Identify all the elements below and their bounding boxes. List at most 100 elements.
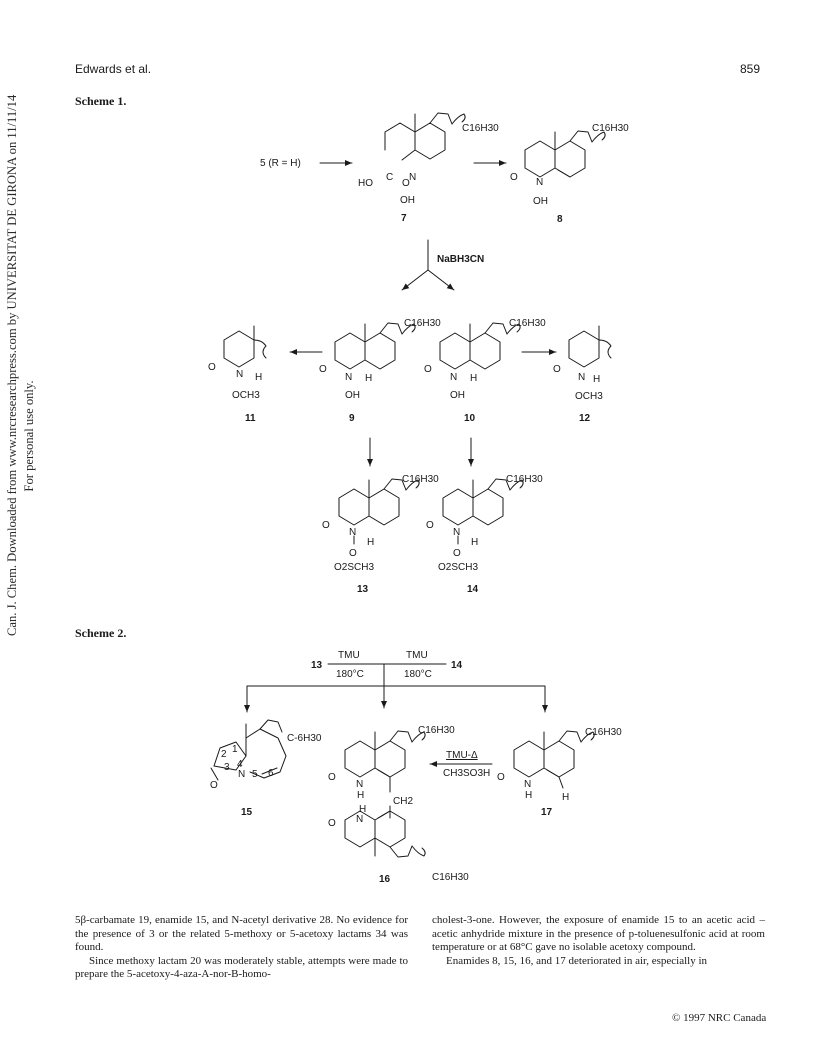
atom-o2sch3-14: O2SCH3 <box>438 562 478 573</box>
compound-label-7: 7 <box>401 213 407 224</box>
reagent-arrow-right <box>427 269 455 291</box>
atom-n-13: N <box>349 527 356 538</box>
atom-h-17-c: H <box>562 792 569 803</box>
atom-o-12: O <box>553 364 561 375</box>
paragraph-right-1: cholest-3-one. However, the exposure of … <box>432 914 765 953</box>
atom-o-13: O <box>322 520 330 531</box>
reagent-tmu-right: TMU <box>406 650 428 661</box>
structure-14 <box>442 478 524 545</box>
atom-n-10: N <box>450 372 457 383</box>
atom-h-17-n: H <box>525 790 532 801</box>
scheme1-title: Scheme 1. <box>75 94 127 108</box>
ring-num-5: 5 <box>252 769 258 780</box>
atom-o-8: O <box>510 172 518 183</box>
compound-label-15: 15 <box>241 807 253 818</box>
atom-n-17: N <box>524 779 531 790</box>
structure-15 <box>210 719 287 781</box>
atom-och3-12: OCH3 <box>575 391 603 402</box>
atom-o-13b: O <box>349 548 357 559</box>
atom-o2sch3-13: O2SCH3 <box>334 562 374 573</box>
atom-och3-11: OCH3 <box>232 390 260 401</box>
atom-oh-7: OH <box>400 195 415 206</box>
atom-h-9: H <box>365 373 372 384</box>
substituent-15: C-6H30 <box>287 733 322 744</box>
atom-c-7: C <box>386 172 393 183</box>
compound-label-16: 16 <box>379 874 391 885</box>
atom-h-16-bottom: H <box>359 804 366 815</box>
substituent-13: C16H30 <box>402 474 439 485</box>
reagent-tmu-left: TMU <box>338 650 360 661</box>
structure-11 <box>223 325 267 368</box>
substituent-16-bottom: C16H30 <box>432 872 469 883</box>
ring-num-6: 6 <box>268 768 274 779</box>
structure-17 <box>513 730 595 789</box>
atom-n-11: N <box>236 369 243 380</box>
reagent-temp-left: 180°C <box>336 669 364 680</box>
atom-oh-9: OH <box>345 390 360 401</box>
compound-label-10: 10 <box>464 413 476 424</box>
copyright-footer: © 1997 NRC Canada <box>672 1012 767 1024</box>
atom-n-16-top: N <box>356 779 363 790</box>
running-head-authors: Edwards et al. <box>75 62 152 76</box>
ring-num-2: 2 <box>221 749 227 760</box>
scheme2-title: Scheme 2. <box>75 626 127 640</box>
body-column-right: cholest-3-one. However, the exposure of … <box>432 914 765 968</box>
start-label-5: 5 (R = H) <box>260 158 301 169</box>
compound-label-9: 9 <box>349 413 355 424</box>
compound-label-12: 12 <box>579 413 591 424</box>
substituent-17: C16H30 <box>585 727 622 738</box>
atom-o-9: O <box>319 364 327 375</box>
substituent-8: C16H30 <box>592 123 629 134</box>
substituent-9: C16H30 <box>404 318 441 329</box>
atom-o-14: O <box>426 520 434 531</box>
reagent-temp-right: 180°C <box>404 669 432 680</box>
ring-num-3: 3 <box>224 762 230 773</box>
structure-10 <box>439 322 521 370</box>
compound-label-11: 11 <box>245 413 256 424</box>
atom-n-7: N <box>409 172 416 183</box>
substituent-16-top: C16H30 <box>418 725 455 736</box>
compound-label-13: 13 <box>357 584 369 595</box>
atom-h-16-top: H <box>357 790 364 801</box>
atom-h-13: H <box>367 537 374 548</box>
atom-n-14: N <box>453 527 460 538</box>
reagent-ch3so3h: CH3SO3H <box>443 768 490 779</box>
scheme2-start-14: 14 <box>451 660 463 671</box>
atom-o-17: O <box>497 772 505 783</box>
reagent-nabh3cn: NaBH3CN <box>437 254 484 265</box>
atom-oh-8: OH <box>533 196 548 207</box>
substituent-14: C16H30 <box>506 474 543 485</box>
substituent-7: C16H30 <box>462 123 499 134</box>
structure-13 <box>338 478 420 545</box>
atom-h-10: H <box>470 373 477 384</box>
atom-h-11: H <box>255 372 262 383</box>
atom-n-15: N <box>238 769 245 780</box>
scheme2-branch-line <box>246 685 546 709</box>
atom-o-16-top: O <box>328 772 336 783</box>
reagent-arrow-left <box>401 269 429 291</box>
atom-o-11: O <box>208 362 216 373</box>
body-column-left: 5β-carbamate 19, enamide 15, and N-acety… <box>75 914 408 982</box>
reagent-tmu-delta: TMU-Δ <box>446 750 478 761</box>
scheme2-start-13: 13 <box>311 660 323 671</box>
atom-o-10: O <box>424 364 432 375</box>
structure-8 <box>524 130 606 178</box>
atom-o-16-bottom: O <box>328 818 336 829</box>
paragraph-left-2: Since methoxy lactam 20 was moderately s… <box>75 954 408 981</box>
structure-16 <box>344 730 426 858</box>
paragraph-right-2: Enamides 8, 15, 16, and 17 deteriorated … <box>446 954 708 967</box>
ring-num-1: 1 <box>232 744 238 755</box>
ring-num-4: 4 <box>237 759 243 770</box>
atom-n-9: N <box>345 372 352 383</box>
compound-label-8: 8 <box>557 214 563 225</box>
atom-h-14: H <box>471 537 478 548</box>
compound-label-17: 17 <box>541 807 553 818</box>
structure-12 <box>568 325 612 368</box>
page-number: 859 <box>740 62 761 76</box>
atom-n-8: N <box>536 177 543 188</box>
atom-n-16-bottom: N <box>356 814 363 825</box>
substituent-10: C16H30 <box>509 318 546 329</box>
compound-label-14: 14 <box>467 584 479 595</box>
atom-h-12: H <box>593 374 600 385</box>
